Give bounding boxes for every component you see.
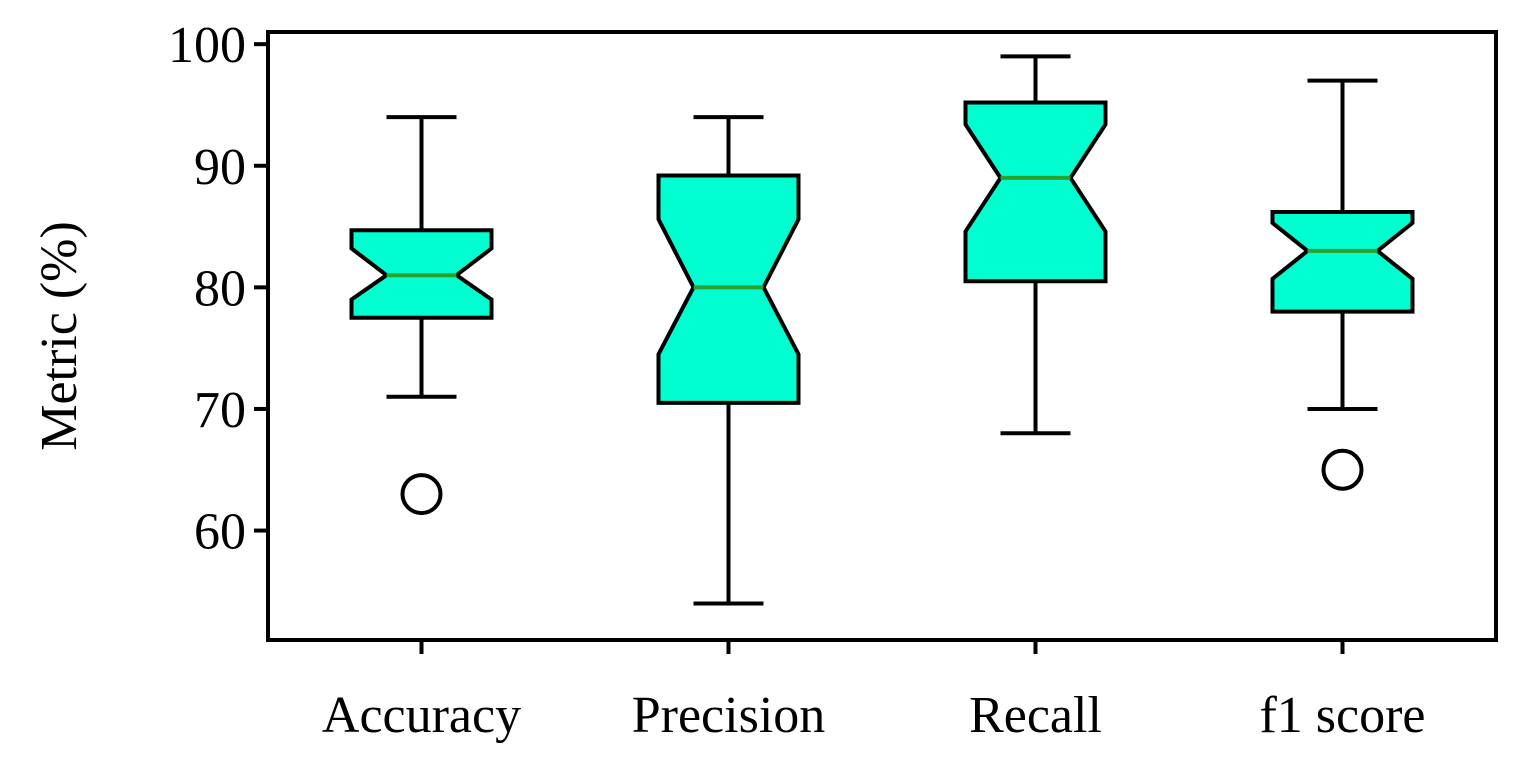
plot-area (349, 54, 1415, 606)
outlier-point (400, 473, 443, 516)
y-tick-label: 80 (194, 260, 246, 317)
box-group-precision (656, 115, 801, 606)
y-tick-label: 90 (194, 139, 246, 196)
x-tick-label: Accuracy (322, 687, 521, 744)
box-body (1270, 209, 1415, 314)
outlier-point (1321, 448, 1364, 491)
y-axis: 60 70 80 90 100 (168, 17, 268, 561)
x-tick-label: Recall (969, 687, 1102, 744)
y-tick-label: 70 (194, 382, 246, 439)
y-tick-label: 100 (168, 17, 246, 74)
y-tick-label: 60 (194, 504, 246, 561)
box-body (963, 100, 1108, 284)
x-tick-label: f1 score (1259, 687, 1425, 744)
y-axis-label: Metric (%) (31, 221, 88, 451)
x-axis: Accuracy Precision Recall f1 score (322, 640, 1426, 744)
box-group-accuracy (349, 115, 494, 516)
box-group-recall (963, 54, 1108, 436)
box-group-f1-score (1270, 78, 1415, 491)
x-tick-label: Precision (632, 687, 826, 744)
plot-frame (266, 30, 1498, 642)
